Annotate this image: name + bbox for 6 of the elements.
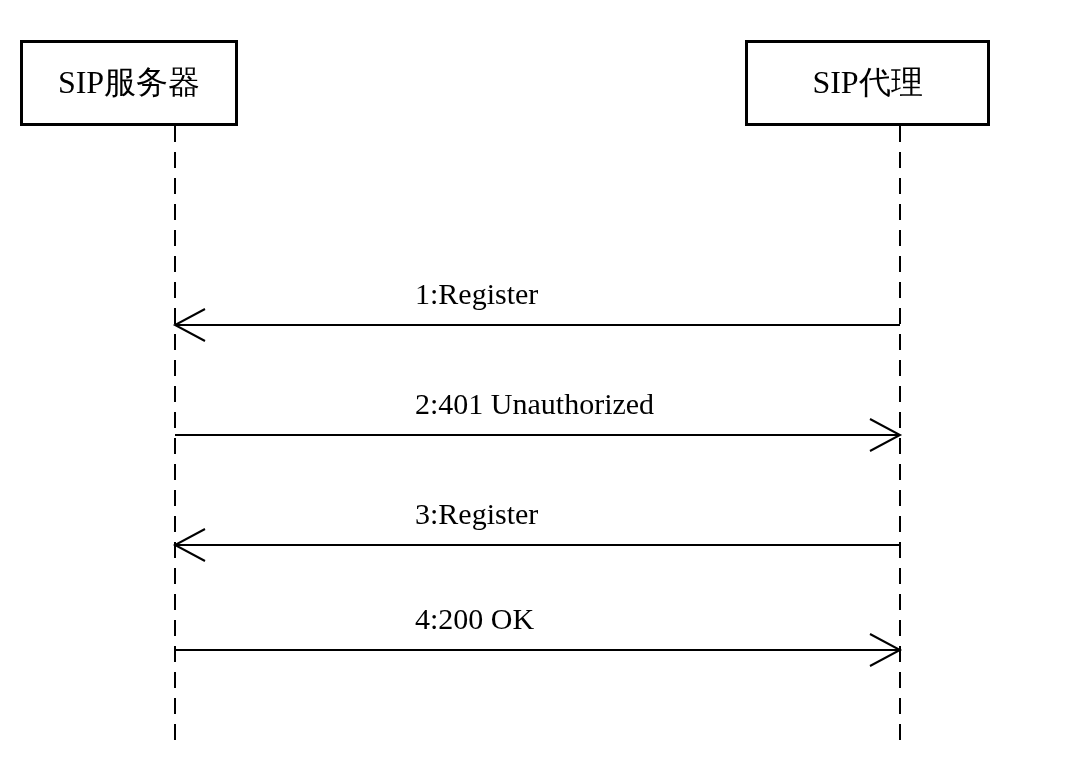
- message-arrow: [174, 308, 901, 342]
- message-arrow: [174, 418, 901, 452]
- message-arrow: [174, 528, 901, 562]
- participant-box: SIP服务器: [20, 40, 238, 126]
- participant-box: SIP代理: [745, 40, 990, 126]
- message-arrow: [174, 633, 901, 667]
